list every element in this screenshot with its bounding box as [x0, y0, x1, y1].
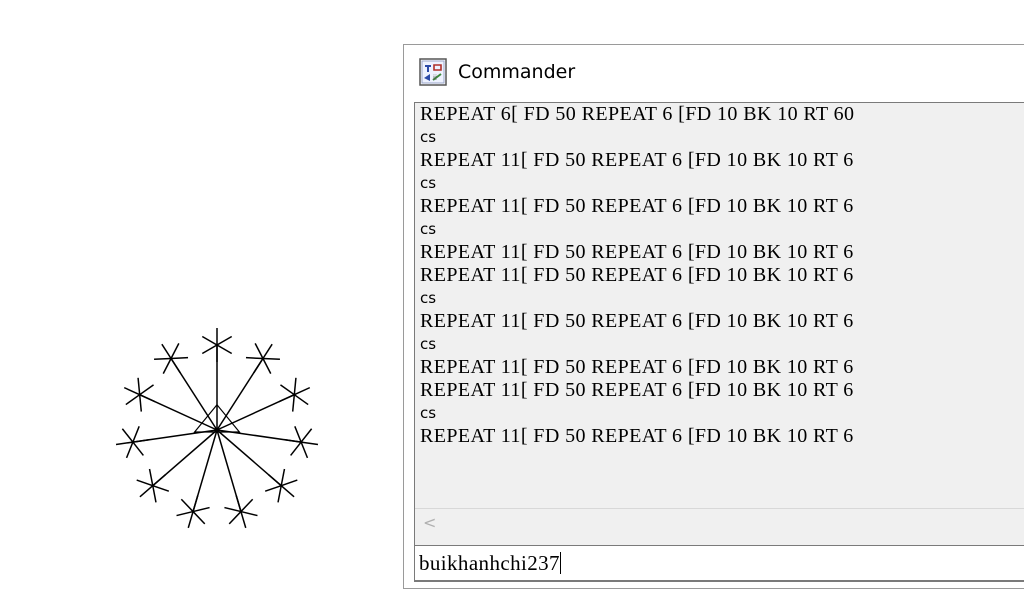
turtle-spoke-line — [125, 394, 141, 406]
history-line-cs[interactable]: cs — [420, 174, 437, 192]
turtle-spoke-line — [216, 344, 233, 355]
command-input[interactable] — [419, 548, 1019, 578]
turtle-spoke-line — [137, 377, 141, 395]
turtle-spoke-line — [278, 394, 295, 403]
turtle-spoke-line — [262, 343, 273, 359]
turtle-spoke-line — [240, 498, 254, 513]
logo-app-icon: ii — [419, 58, 447, 86]
turtle-spoke-line — [123, 386, 140, 396]
turtle-spoke-line — [187, 511, 194, 529]
commander-window: ii Commander REPEAT 6[ FD 50 REPEAT 6 [F… — [403, 44, 1024, 589]
turtle-spoke-line — [293, 377, 297, 395]
command-input-box[interactable] — [414, 545, 1024, 581]
history-line-cs[interactable]: cs — [420, 128, 437, 146]
turtle-spoke-line — [224, 506, 242, 513]
turtle-spoke-line — [161, 343, 172, 359]
turtle-spoke-line — [262, 357, 280, 361]
commander-title-bar[interactable]: ii Commander — [404, 45, 1024, 99]
history-line-command[interactable]: REPEAT 11[ FD 50 REPEAT 6 [FD 10 BK 10 R… — [420, 195, 854, 217]
turtle-spoke-line — [152, 484, 170, 492]
turtle-spoke-line — [240, 511, 247, 529]
turtle-spoke-line — [139, 485, 154, 498]
turtle-spoke-line — [245, 356, 263, 360]
turtle-spoke-line — [176, 510, 194, 517]
history-line-cs[interactable]: cs — [420, 404, 437, 422]
turtle-spoke-line — [254, 343, 264, 359]
turtle-spoke-line — [201, 344, 218, 355]
turtle-spoke-line — [115, 441, 133, 446]
turtle-spoke-line — [280, 384, 295, 396]
turtle-spoke-line — [262, 358, 272, 374]
turtle-spoke-line — [132, 438, 150, 443]
turtle-spoke-line — [148, 468, 154, 486]
turtle-spoke-line — [280, 479, 298, 487]
turtle-spoke-line — [162, 358, 172, 374]
turtle-spoke-line — [267, 473, 282, 487]
turtle-spoke-line — [294, 386, 311, 396]
turtle-spoke-line — [284, 438, 302, 443]
turtle-spoke-line — [152, 473, 167, 487]
turtle-spoke-line — [290, 441, 302, 456]
turtle-spoke-line — [293, 394, 309, 406]
turtle-spoke-line — [152, 485, 157, 503]
turtle-spoke-line — [121, 428, 134, 443]
text-caret — [559, 552, 561, 574]
history-line-cs[interactable]: cs — [420, 335, 437, 353]
history-line-cs[interactable]: cs — [420, 220, 437, 238]
svg-text:ii: ii — [433, 74, 437, 82]
history-line-command[interactable]: REPEAT 11[ FD 50 REPEAT 6 [FD 10 BK 10 R… — [420, 310, 854, 332]
turtle-spoke-line — [154, 357, 172, 361]
turtle-spoke-line — [136, 479, 154, 487]
window-title: Commander — [458, 61, 576, 83]
turtle-spoke-line — [301, 441, 319, 446]
scroll-left-arrow-icon[interactable]: < — [423, 513, 437, 532]
history-line-command[interactable]: REPEAT 11[ FD 50 REPEAT 6 [FD 10 BK 10 R… — [420, 379, 854, 401]
turtle-spoke-line — [294, 426, 302, 443]
history-line-command[interactable]: REPEAT 11[ FD 50 REPEAT 6 [FD 10 BK 10 R… — [420, 149, 854, 171]
turtle-spoke-line — [228, 511, 242, 525]
turtle-spoke-line — [192, 511, 206, 525]
turtle-spoke-line — [280, 468, 286, 486]
turtle-spoke-line — [235, 495, 242, 512]
turtle-spoke-line — [280, 485, 295, 498]
command-history-list[interactable]: REPEAT 6[ FD 50 REPEAT 6 [FD 10 BK 10 RT… — [414, 102, 1024, 582]
turtle-spoke-line — [170, 343, 180, 359]
turtle-spoke-line — [125, 441, 134, 459]
turtle-spoke-line — [264, 484, 282, 492]
history-line-command[interactable]: REPEAT 6[ FD 50 REPEAT 6 [FD 10 BK 10 RT… — [420, 103, 855, 125]
turtle-spoke-line — [277, 485, 282, 503]
turtle-spoke-line — [139, 394, 156, 403]
turtle-spoke-line — [240, 510, 258, 517]
history-line-command[interactable]: REPEAT 11[ FD 50 REPEAT 6 [FD 10 BK 10 R… — [420, 241, 854, 263]
turtle-drawing-canvas — [115, 328, 319, 529]
turtle-spoke-line — [192, 506, 210, 513]
history-lines: REPEAT 6[ FD 50 REPEAT 6 [FD 10 BK 10 RT… — [420, 103, 1024, 503]
history-line-command[interactable]: REPEAT 11[ FD 50 REPEAT 6 [FD 10 BK 10 R… — [420, 356, 854, 378]
turtle-spoke-line — [201, 335, 218, 346]
turtle-cursor-icon — [193, 403, 241, 433]
turtle-spoke-line — [132, 426, 140, 443]
turtle-spoke-line — [291, 394, 296, 412]
turtle-spoke-line — [170, 358, 181, 374]
turtle-spoke-line — [171, 356, 189, 360]
turtle-spoke-line — [300, 428, 313, 443]
turtle-spoke-line — [253, 358, 264, 374]
turtle-spoke-line — [300, 441, 309, 459]
turtle-spoke-line — [132, 441, 144, 456]
history-line-cs[interactable]: cs — [420, 289, 437, 307]
turtle-spoke-line — [139, 384, 154, 396]
turtle-spoke-line — [138, 394, 143, 412]
turtle-spoke-line — [216, 335, 233, 346]
turtle-spoke-line — [192, 495, 199, 512]
history-line-command[interactable]: REPEAT 11[ FD 50 REPEAT 6 [FD 10 BK 10 R… — [420, 425, 854, 447]
horizontal-scrollbar[interactable]: < — [415, 508, 1024, 539]
turtle-spoke-line — [180, 498, 194, 513]
history-line-command[interactable]: REPEAT 11[ FD 50 REPEAT 6 [FD 10 BK 10 R… — [420, 264, 854, 286]
